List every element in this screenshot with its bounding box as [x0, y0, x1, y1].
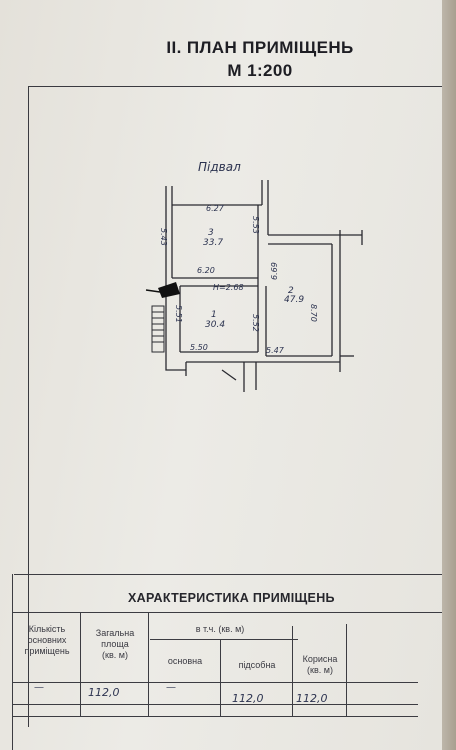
characteristics-title: ХАРАКТЕРИСТИКА ПРИМІЩЕНЬ [128, 591, 335, 605]
room-2-area: 47.9 [284, 295, 305, 305]
floor-label: Підвал [198, 160, 241, 174]
wall-outer-left [165, 186, 186, 371]
value-count: — [34, 682, 44, 693]
header-useful: Корисна (кв. м) [302, 654, 338, 675]
room-2-number: 2 [288, 286, 294, 296]
floor-plan-drawing [145, 180, 363, 392]
room-1-area: 30.4 [205, 320, 226, 330]
walls [165, 180, 363, 392]
dim-height-2-68: Н=2.68 [213, 283, 244, 292]
document-sheet: II. ПЛАН ПРИМІЩЕНЬ М 1:200 [0, 0, 446, 750]
scale-label: М 1:200 [227, 61, 293, 80]
page-edge-shadow [442, 0, 456, 750]
room-3-number: 3 [208, 228, 214, 238]
dim-5-53: 5.53 [251, 216, 260, 234]
dim-5-52: 5.52 [251, 314, 260, 332]
dim-6-69: 6.69 [270, 262, 279, 280]
section-title: II. ПЛАН ПРИМІЩЕНЬ [166, 38, 354, 57]
header-main: основна [167, 656, 203, 666]
value-total-area: 112,0 [88, 686, 120, 699]
dim-5-51: 5.51 [174, 305, 183, 323]
room-3-area: 33.7 [203, 238, 224, 248]
value-aux: 112,0 [232, 692, 264, 705]
stairs [151, 305, 165, 353]
wall-bottom-diagonal [221, 369, 237, 381]
header-aux: підсобна [238, 660, 276, 670]
value-main: — [166, 682, 176, 693]
dim-5-50: 5.50 [190, 343, 208, 352]
entrance-marker [145, 282, 180, 298]
dim-8-70: 8.70 [309, 304, 318, 322]
dim-5-43: 5.43 [159, 228, 168, 246]
header-incl: в т.ч. (кв. м) [195, 624, 245, 634]
header-total-area: Загальна площа (кв. м) [95, 628, 135, 660]
value-useful: 112,0 [296, 692, 328, 705]
header-count: Кількість основних приміщень [24, 624, 70, 656]
dim-6-20: 6.20 [197, 266, 215, 275]
dim-5-47: 5.47 [266, 346, 284, 355]
dim-6-27: 6.27 [206, 204, 224, 213]
room-1-number: 1 [211, 310, 217, 320]
plan-frame [28, 86, 446, 727]
page-title: II. ПЛАН ПРИМІЩЕНЬ М 1:200 [120, 36, 400, 82]
